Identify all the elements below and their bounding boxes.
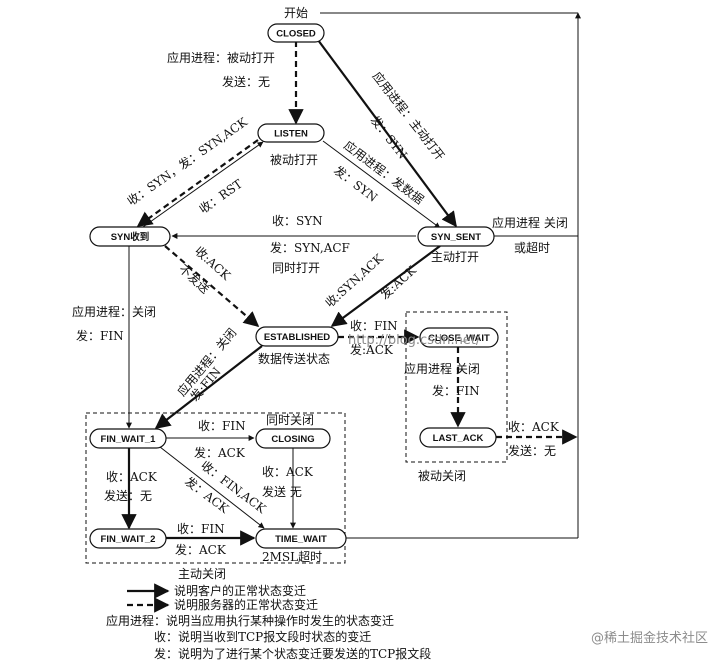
synsent-caption: 主动打开: [431, 250, 479, 264]
edge-listen-synsent: [322, 140, 441, 229]
faint-url-watermark: http://blog.csdn.net/: [348, 333, 481, 348]
synsent-synrcvd-label-2: 发：SYN,ACF: [270, 240, 350, 255]
state-listen: LISTEN: [257, 123, 325, 143]
state-fin-wait-2-label: FIN_WAIT_2: [101, 534, 156, 545]
edge-synsent-established: [330, 245, 441, 327]
legend-solid-text: 说明客户的正常状态变迁: [174, 583, 306, 598]
synsent-closed-label-2: 或超时: [514, 240, 550, 255]
state-fin-wait-1: FIN_WAIT_1: [89, 428, 167, 449]
simultaneous-close-caption: 同时关闭: [266, 413, 314, 427]
state-close-wait: CLOSE_WAIT: [419, 327, 499, 348]
cw-la-label-1: 应用进程 关闭: [404, 361, 480, 376]
active-close-group-box: [85, 412, 346, 564]
la-closed-label-2: 发送：无: [508, 443, 556, 458]
tw-caption: 2MSL超时: [262, 549, 322, 564]
edge-synrcvd-established: [164, 245, 260, 328]
synsent-est-label-1: 收:SYN,ACK: [323, 251, 387, 311]
state-syn-sent-label: SYN_SENT: [431, 232, 481, 243]
legend-dashed-text: 说明服务器的正常状态变迁: [174, 597, 318, 612]
fw1-closing-label-1: 收：FIN: [198, 419, 246, 433]
state-established-label: ESTABLISHED: [264, 332, 330, 343]
start-label: 开始: [284, 6, 308, 20]
state-fin-wait-2: FIN_WAIT_2: [89, 528, 167, 549]
state-closed-label: CLOSED: [276, 29, 316, 40]
state-time-wait: TIME_WAIT: [255, 528, 347, 549]
state-listen-label: LISTEN: [274, 129, 308, 140]
passive-close-group-box: [405, 311, 508, 463]
state-syn-rcvd: SYN收到: [89, 226, 171, 247]
return-to-closed-line: [320, 12, 581, 539]
synrcvd-listen-label: 收：RST: [197, 177, 245, 217]
site-watermark: @稀土掘金技术社区: [591, 630, 708, 646]
cw-la-label-2: 发：FIN: [432, 383, 480, 398]
fw1-fw2-label-1: 收：ACK: [106, 470, 158, 484]
edge-synrcvd-listen: [142, 141, 264, 228]
edge-finwait1-timewait: [159, 446, 265, 529]
fw2-tw-label-2: 发：ACK: [175, 542, 227, 557]
synsent-synrcvd-label-3: 同时打开: [272, 261, 320, 275]
legend: 说明客户的正常状态变迁 说明服务器的正常状态变迁 应用进程：说明当应用执行某种操…: [106, 583, 431, 661]
legend-recv-text: 收：说明当收到TCP报文段时状态的变迁: [154, 629, 371, 644]
edge-established-finwait1: [154, 345, 263, 429]
state-close-wait-label: CLOSE_WAIT: [428, 333, 490, 344]
state-established: ESTABLISHED: [255, 326, 339, 347]
synsent-closed-label-1: 应用进程 关闭: [492, 215, 568, 230]
edge-listen-synrcvd: [136, 139, 259, 227]
est-cw-label-1: 收：FIN: [350, 319, 398, 333]
state-syn-sent: SYN_SENT: [417, 226, 495, 247]
state-syn-rcvd-label: SYN收到: [111, 231, 150, 243]
synsent-est-label-2: 发:ACK: [377, 262, 420, 303]
listen-caption: 被动打开: [270, 153, 318, 167]
synsent-synrcvd-label-1: 收：SYN: [272, 214, 323, 228]
state-time-wait-label: TIME_WAIT: [275, 534, 327, 545]
est-caption: 数据传送状态: [258, 351, 330, 366]
fw1-closing-label-2: 发：ACK: [194, 445, 246, 460]
passive-close-caption: 被动关闭: [418, 469, 466, 483]
closed-listen-label-1: 应用进程：被动打开: [167, 50, 275, 65]
fw2-tw-label-1: 收：FIN: [177, 522, 225, 536]
state-closing-label: CLOSING: [271, 434, 314, 445]
listen-synsent-label-1: 应用进程：发数据: [341, 137, 427, 207]
est-cw-label-2: 发:ACK: [350, 342, 394, 357]
legend-send-text: 发：说明为了进行某个状态变迁要发送的TCP报文段: [154, 646, 431, 661]
state-last-ack: LAST_ACK: [419, 427, 497, 448]
legend-app-text: 应用进程：说明当应用执行某种操作时发生的状态变迁: [106, 613, 394, 628]
state-last-ack-label: LAST_ACK: [433, 433, 484, 444]
synrcvd-fw1-label-1: 应用进程：关闭: [72, 304, 156, 319]
edge-closed-synsent: [317, 39, 457, 228]
active-close-caption: 主动关闭: [178, 567, 226, 581]
la-closed-label-1: 收：ACK: [508, 420, 560, 434]
state-fin-wait-1-label: FIN_WAIT_1: [101, 434, 157, 445]
fw1-fw2-label-2: 发送：无: [104, 488, 152, 503]
state-closing: CLOSING: [255, 428, 331, 449]
state-closed: CLOSED: [267, 23, 325, 43]
closed-listen-label-2: 发送：无: [222, 74, 270, 89]
synrcvd-fw1-label-2: 发：FIN: [76, 328, 124, 343]
closing-tw-label-1: 收：ACK: [262, 465, 314, 479]
closing-tw-label-2: 发送 无: [262, 484, 302, 499]
